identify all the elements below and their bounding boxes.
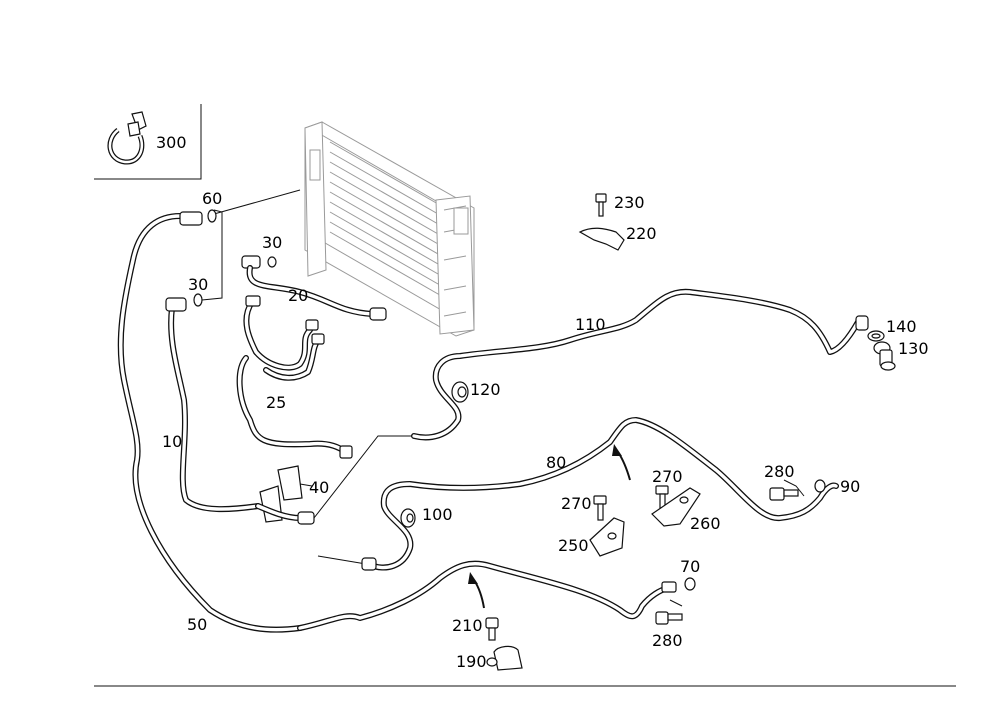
inset-box bbox=[94, 104, 202, 180]
callout-130: 130 bbox=[898, 339, 929, 358]
callout-280a: 280 bbox=[764, 462, 795, 481]
callout-220: 220 bbox=[626, 224, 657, 243]
callout-80: 80 bbox=[546, 453, 566, 472]
hose-clamp-icon bbox=[107, 111, 147, 165]
callout-190: 190 bbox=[456, 652, 487, 671]
grommet-icon bbox=[451, 381, 469, 403]
callout-140: 140 bbox=[886, 317, 917, 336]
fitting-60 bbox=[179, 209, 217, 226]
callout-60: 60 bbox=[202, 189, 222, 208]
hose-110 bbox=[411, 288, 869, 441]
bracket-250 bbox=[589, 495, 625, 557]
callout-270b: 270 bbox=[561, 494, 592, 513]
bracket-icon bbox=[255, 465, 315, 525]
hose-20 bbox=[241, 255, 387, 321]
fitting-30b bbox=[165, 293, 203, 312]
o-ring-icon bbox=[867, 330, 885, 342]
callout-20: 20 bbox=[288, 286, 308, 305]
bolt-280a bbox=[769, 479, 826, 501]
radiator-icon bbox=[304, 121, 475, 337]
callout-10: 10 bbox=[162, 432, 182, 451]
callout-30a: 30 bbox=[262, 233, 282, 252]
callout-100: 100 bbox=[422, 505, 453, 524]
callout-30b: 30 bbox=[188, 275, 208, 294]
bracket-260 bbox=[651, 485, 701, 527]
callout-25: 25 bbox=[266, 393, 286, 412]
callout-40: 40 bbox=[309, 478, 329, 497]
bolt-icon bbox=[873, 341, 896, 371]
bracket-220 bbox=[578, 193, 625, 251]
callout-260: 260 bbox=[690, 514, 721, 533]
callout-270a: 270 bbox=[652, 467, 683, 486]
bolt-280b bbox=[655, 577, 696, 625]
callout-280b: 280 bbox=[652, 631, 683, 650]
callout-300: 300 bbox=[156, 133, 187, 152]
hose-10 bbox=[117, 213, 303, 633]
grommet-190 bbox=[486, 645, 523, 671]
arrow-icon bbox=[468, 444, 631, 609]
callout-70: 70 bbox=[680, 557, 700, 576]
callout-90: 90 bbox=[840, 477, 860, 496]
hose-80 bbox=[361, 417, 839, 571]
leader-radiator bbox=[213, 189, 301, 215]
bolt-210 bbox=[485, 617, 499, 641]
hose-25 bbox=[236, 295, 353, 459]
callout-210: 210 bbox=[452, 616, 483, 635]
callout-250: 250 bbox=[558, 536, 589, 555]
hose-50 bbox=[297, 560, 671, 631]
callout-230: 230 bbox=[614, 193, 645, 212]
callout-120: 120 bbox=[470, 380, 501, 399]
leader-lines-100 bbox=[313, 435, 414, 565]
hose-10b bbox=[168, 305, 261, 513]
callout-110: 110 bbox=[575, 315, 606, 334]
callout-50: 50 bbox=[187, 615, 207, 634]
